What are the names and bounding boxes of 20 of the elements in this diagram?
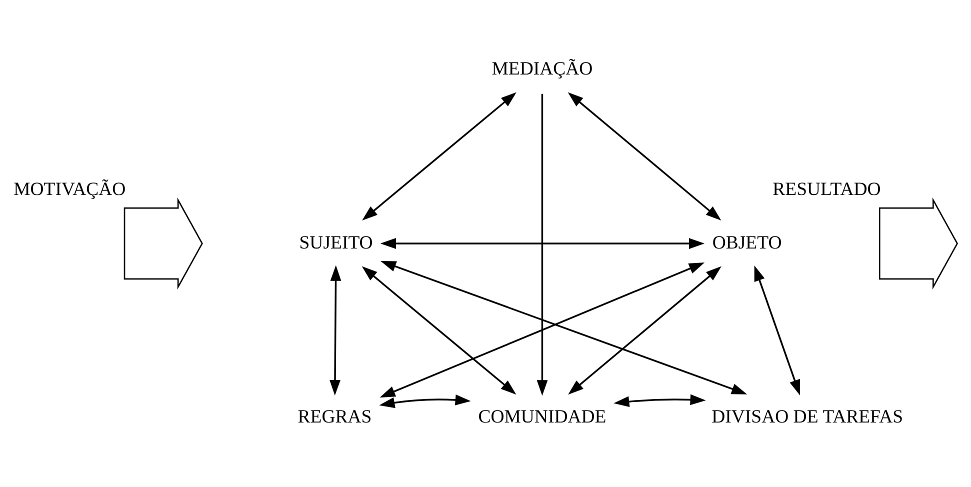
arrow bbox=[536, 94, 548, 396]
node-arrow bbox=[123, 197, 202, 290]
arrow bbox=[754, 265, 800, 396]
node-text: MEDIAÇÃO bbox=[491, 58, 592, 80]
node-label: RESULTADO bbox=[772, 178, 880, 200]
arrow bbox=[361, 266, 516, 395]
arrow bbox=[378, 394, 470, 408]
node-text: OBJETO bbox=[712, 232, 782, 254]
arrow bbox=[380, 238, 704, 249]
node-text: REGRAS bbox=[297, 406, 372, 428]
arrow bbox=[329, 265, 341, 396]
node-text: COMUNIDADE bbox=[478, 406, 606, 428]
arrow bbox=[568, 266, 721, 395]
node-text: DIVISAO DE TAREFAS bbox=[711, 406, 903, 428]
arrow bbox=[613, 394, 706, 408]
node-label: MOTIVAÇÃO bbox=[13, 178, 126, 200]
node-text: SUJEITO bbox=[298, 232, 372, 254]
arrow bbox=[362, 92, 516, 221]
arrow bbox=[567, 92, 721, 221]
node-arrow bbox=[878, 197, 958, 290]
